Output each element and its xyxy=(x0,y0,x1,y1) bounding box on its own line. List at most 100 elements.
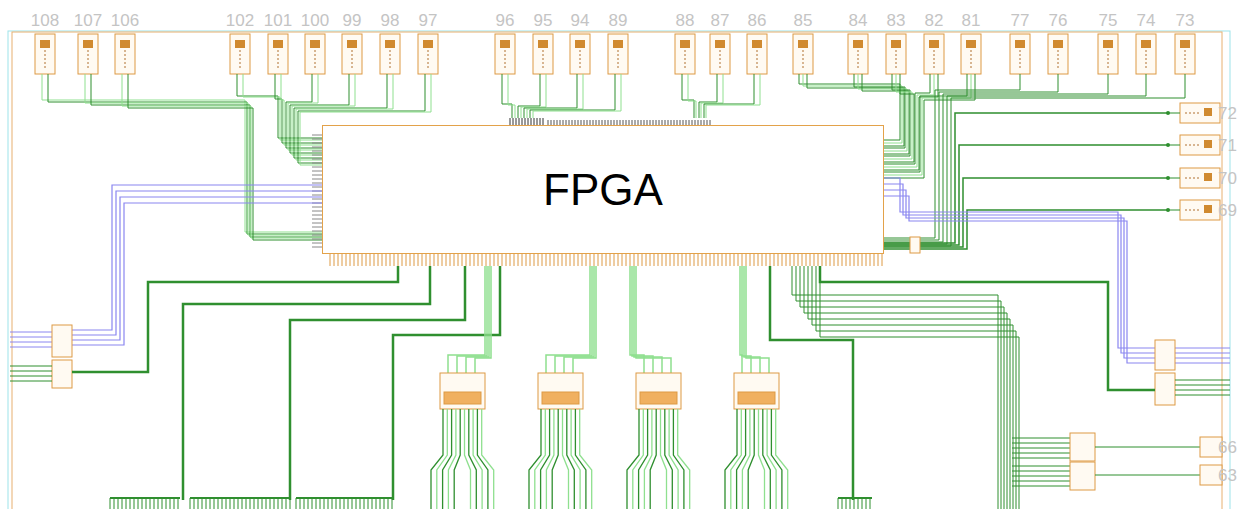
fpga-pin xyxy=(874,254,875,266)
edge-finger xyxy=(290,498,291,509)
component-pad xyxy=(235,40,245,48)
fpga-pin xyxy=(694,254,695,266)
callout-number: 84 xyxy=(849,12,868,29)
edge-finger xyxy=(328,498,329,509)
fpga-pin xyxy=(312,231,322,232)
connector-component xyxy=(495,34,515,74)
fpga-pin xyxy=(738,254,739,266)
fpga-pin xyxy=(358,254,359,266)
edge-finger xyxy=(858,498,859,509)
fpga-pin xyxy=(530,254,531,266)
edge-finger xyxy=(372,498,373,509)
component-pad xyxy=(613,40,623,48)
fpga-pin xyxy=(718,254,719,266)
component-pad xyxy=(83,40,93,48)
component-pad xyxy=(1015,40,1025,48)
fpga-pin xyxy=(818,254,819,266)
callout-number: 106 xyxy=(111,12,139,29)
wire xyxy=(1095,447,1200,448)
fpga-pin xyxy=(438,254,439,266)
fpga-pin xyxy=(618,254,619,266)
wire xyxy=(72,185,322,330)
wire xyxy=(1012,458,1070,459)
wire xyxy=(804,266,1007,509)
wire xyxy=(128,74,322,240)
edge-finger xyxy=(206,498,207,509)
component-pad xyxy=(1204,173,1212,181)
fpga-pin xyxy=(582,254,583,266)
component-pin-row xyxy=(1185,145,1200,146)
fpga-pin xyxy=(778,254,779,266)
fpga-pin xyxy=(770,254,771,266)
component-pin-row xyxy=(240,50,241,70)
fpga-pin xyxy=(722,254,723,266)
edge-finger xyxy=(320,498,321,509)
callout-number: 82 xyxy=(925,12,944,29)
edge-finger xyxy=(312,498,313,509)
callout-number: 86 xyxy=(748,12,767,29)
fpga-pin xyxy=(378,254,379,266)
edge-finger xyxy=(198,498,199,509)
wire xyxy=(1012,471,1070,472)
edge-finger xyxy=(392,498,393,509)
edge-finger xyxy=(214,498,215,509)
wire xyxy=(1012,443,1070,444)
connector-component xyxy=(418,34,438,74)
fpga-pin xyxy=(850,254,851,266)
fpga-pin xyxy=(330,254,331,266)
fpga-pin xyxy=(670,254,671,266)
fpga-pin xyxy=(402,254,403,266)
wire xyxy=(884,74,914,162)
wire xyxy=(884,74,912,159)
fpga-pin xyxy=(410,254,411,266)
wire xyxy=(290,266,465,500)
wire xyxy=(1012,486,1070,487)
fpga-pin xyxy=(610,254,611,266)
wire xyxy=(820,266,1155,390)
connector-component xyxy=(1180,103,1220,123)
connector-component xyxy=(78,34,98,74)
wire xyxy=(1012,481,1070,482)
wire xyxy=(1012,453,1070,454)
component-pad xyxy=(500,40,510,48)
connector-component xyxy=(1010,34,1030,74)
wire xyxy=(10,337,52,338)
fpga-pin xyxy=(434,254,435,266)
wire xyxy=(91,74,322,237)
fpga-pin xyxy=(858,254,859,266)
wire xyxy=(72,191,322,335)
edge-finger xyxy=(226,498,227,509)
connector-component xyxy=(533,34,553,74)
fpga-pin xyxy=(710,254,711,266)
fpga-pin xyxy=(312,155,322,156)
component-pin-row xyxy=(352,50,353,70)
fpga-pin xyxy=(786,254,787,266)
wire xyxy=(1175,390,1230,391)
fpga-pin xyxy=(810,254,811,266)
fpga-pin xyxy=(338,254,339,266)
fpga-pin xyxy=(312,235,322,236)
fpga-pin xyxy=(366,254,367,266)
fpga-pin xyxy=(634,254,635,266)
wire xyxy=(884,74,1108,242)
wire xyxy=(812,266,1013,509)
component-pad xyxy=(538,40,548,48)
edge-finger xyxy=(282,498,283,509)
fpga-pin xyxy=(630,254,631,266)
edge-finger xyxy=(340,498,341,509)
wire xyxy=(816,266,1016,509)
fpga-pin xyxy=(730,254,731,266)
edge-finger xyxy=(316,498,317,509)
chip-label: FPGA xyxy=(543,165,663,215)
fpga-pin xyxy=(754,254,755,266)
fpga-pin xyxy=(518,254,519,266)
fpga-pin xyxy=(782,254,783,266)
connector-component xyxy=(1136,34,1156,74)
fpga-pin xyxy=(478,254,479,266)
wire xyxy=(776,409,788,509)
chip-pad-row xyxy=(444,392,481,404)
fpga-pin xyxy=(312,239,322,240)
edge-finger xyxy=(118,498,119,509)
fpga-pin xyxy=(398,254,399,266)
